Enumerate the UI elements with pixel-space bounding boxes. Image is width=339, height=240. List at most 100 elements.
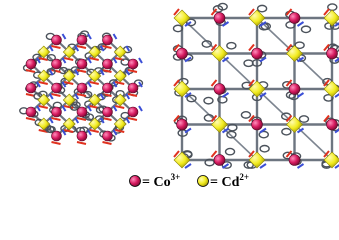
crystal-structure-figure: = Co3+ = Cd2+ [19, 2, 339, 189]
oxygen-bond [248, 150, 255, 158]
oxygen-bond [323, 150, 330, 158]
oxygen-bond [89, 81, 99, 85]
oxygen-bond [210, 150, 218, 158]
nitrogen-bond [99, 93, 105, 100]
nitrogen-bond [125, 93, 131, 100]
nitrogen-bond [48, 45, 54, 52]
cobalt-atom [127, 82, 139, 94]
cobalt-atom [76, 130, 88, 142]
cadmium-polyhedron [173, 9, 191, 27]
nitrogen-bond [296, 127, 305, 134]
oxygen-bond [285, 43, 293, 52]
cobalt-atom [288, 83, 301, 95]
oxygen-bond [285, 150, 293, 158]
cobalt-atom [288, 154, 301, 166]
aromatic-ring [185, 18, 197, 27]
nitrogen-bond [61, 129, 67, 136]
nitrogen-bond [112, 81, 118, 88]
cobalt-superscript: 3+ [171, 172, 181, 182]
aromatic-ring [240, 111, 252, 119]
cobalt-atom [102, 82, 113, 94]
cadmium-polyhedron [62, 117, 76, 131]
cadmium-polyhedron [173, 80, 191, 98]
svg-text:= Co3+: = Co3+ [142, 172, 180, 189]
nitrogen-bond [221, 21, 230, 27]
aromatic-ring [46, 67, 56, 76]
cobalt-atom [51, 130, 62, 142]
aromatic-ring [201, 40, 212, 48]
nitrogen-bond [334, 57, 339, 63]
oxygen-bond [51, 93, 61, 97]
nitrogen-bond [259, 127, 267, 134]
cadmium-marker [197, 175, 209, 187]
nitrogen-bond [184, 21, 192, 27]
aromatic-ring [226, 41, 237, 50]
cadmium-polyhedron [248, 151, 266, 169]
cadmium-polyhedron [113, 45, 127, 59]
cadmium-polyhedron [248, 9, 266, 27]
cobalt-atom [176, 47, 188, 60]
aromatic-ring [217, 2, 228, 11]
nitrogen-bond [125, 69, 131, 76]
nitrogen-bond [259, 56, 267, 63]
aromatic-ring [281, 127, 292, 136]
oxygen-bond [25, 117, 36, 121]
cobalt-atom [213, 154, 226, 166]
nitrogen-bond [184, 56, 192, 63]
nitrogen-bond [334, 22, 339, 27]
oxygen-bond [127, 69, 138, 73]
oxygen-bond [115, 81, 125, 85]
cobalt-marker [129, 175, 141, 187]
aromatic-ring [84, 113, 95, 121]
cadmium-polyhedron [37, 117, 51, 131]
nitrogen-bond [259, 21, 267, 27]
nitrogen-bond [61, 105, 67, 112]
oxygen-bond [210, 8, 218, 16]
oxygen-bond [323, 8, 330, 16]
cobalt-atom [51, 82, 62, 94]
cadmium-polyhedron [88, 117, 102, 131]
cadmium-polyhedron [211, 45, 228, 62]
svg-text:= Cd2+: = Cd2+ [210, 172, 249, 189]
oxygen-bond [51, 141, 61, 145]
cobalt-atom [288, 12, 301, 24]
nitrogen-bond [221, 56, 230, 63]
cobalt-atom [51, 106, 62, 118]
aromatic-ring [32, 53, 42, 62]
aromatic-ring [251, 59, 263, 67]
nitrogen-bond [184, 92, 192, 98]
aromatic-ring [45, 125, 55, 133]
nitrogen-bond [87, 129, 92, 136]
cadmium-polyhedron [37, 45, 51, 59]
oxygen-bond [285, 79, 293, 87]
aromatic-ring [323, 93, 334, 102]
cobalt-atom [251, 118, 263, 131]
cadmium-polyhedron [113, 117, 127, 131]
cobalt-atom [102, 58, 113, 70]
cobalt-atom [326, 118, 338, 131]
nitrogen-bond [334, 128, 339, 134]
nitrogen-bond [221, 92, 230, 98]
aromatic-ring [300, 25, 312, 34]
oxygen-bond [127, 93, 138, 97]
cadmium-polyhedron [323, 9, 339, 27]
cadmium-polyhedron [173, 151, 191, 169]
cadmium-polyhedron [88, 69, 102, 83]
oxygen-bond [210, 79, 218, 87]
nitrogen-bond [221, 127, 230, 134]
nitrogen-bond [296, 21, 305, 27]
oxygen-bond [173, 43, 180, 52]
aromatic-ring [243, 161, 254, 169]
nitrogen-bond [334, 93, 339, 98]
cadmium-polyhedron [88, 45, 102, 59]
legend: = Co3+ = Cd2+ [129, 172, 249, 189]
oxygen-bond [248, 43, 255, 52]
cadmium-polyhedron [62, 69, 76, 83]
nitrogen-bond [112, 57, 118, 64]
aromatic-ring [241, 81, 252, 90]
oxygen-bond [173, 150, 180, 158]
nitrogen-bond [61, 57, 67, 64]
oxygen-bond [173, 79, 180, 87]
oxygen-bond [173, 114, 180, 123]
cobalt-atom [25, 82, 37, 94]
